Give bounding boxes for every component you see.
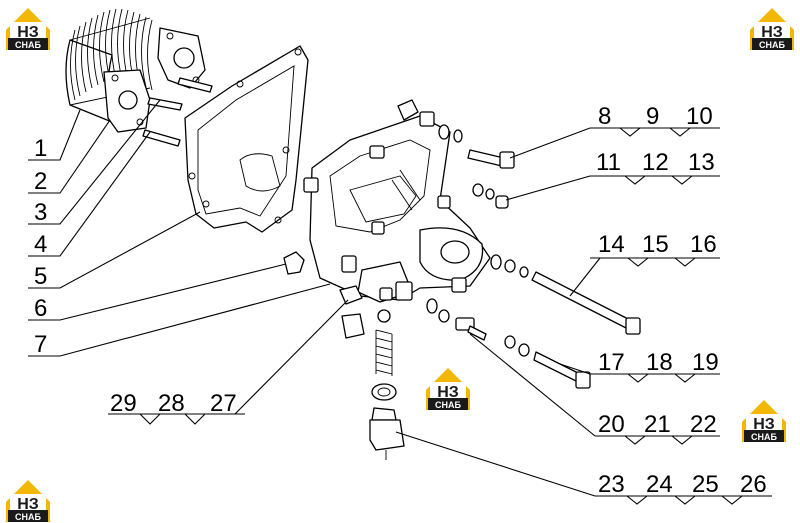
callout-15: 15 — [642, 231, 669, 258]
svg-text:СНАБ: СНАБ — [435, 400, 461, 410]
callout-27: 27 — [210, 390, 237, 417]
callout-labels: 1 2 3 4 5 6 7 29 28 27 8 9 10 11 12 13 1… — [34, 103, 767, 498]
svg-text:НЗ: НЗ — [437, 384, 459, 401]
callout-12: 12 — [642, 149, 669, 176]
callout-2: 2 — [34, 168, 47, 195]
callout-14: 14 — [598, 231, 625, 258]
callout-3: 3 — [34, 199, 47, 226]
callout-22: 22 — [690, 411, 717, 438]
logo-center: НЗ СНАБ — [426, 368, 470, 410]
svg-text:НЗ: НЗ — [17, 496, 39, 513]
callout-8: 8 — [598, 103, 611, 130]
svg-text:СНАБ: СНАБ — [759, 40, 785, 50]
logo-bottom-left: НЗ СНАБ — [6, 480, 50, 522]
callout-19: 19 — [692, 349, 719, 376]
callout-18: 18 — [646, 349, 673, 376]
oil-filter-housing — [303, 111, 491, 303]
callout-9: 9 — [646, 103, 659, 130]
svg-text:НЗ: НЗ — [753, 416, 775, 433]
logo-top-left: НЗ СНАБ — [6, 8, 50, 50]
callout-29: 29 — [110, 390, 137, 417]
svg-text:НЗ: НЗ — [17, 24, 39, 41]
logo-top-right: НЗ СНАБ — [750, 8, 794, 50]
gasket — [184, 45, 309, 233]
callout-17: 17 — [598, 349, 625, 376]
stud-bolts — [142, 77, 213, 147]
leader-lines — [28, 99, 772, 505]
callout-26: 26 — [740, 471, 767, 498]
callout-16: 16 — [690, 231, 717, 258]
svg-text:СНАБ: СНАБ — [751, 432, 777, 442]
callout-25: 25 — [692, 471, 719, 498]
svg-text:НЗ: НЗ — [761, 24, 783, 41]
callout-1: 1 — [34, 135, 47, 162]
callout-21: 21 — [644, 411, 671, 438]
callout-24: 24 — [646, 471, 673, 498]
oil-cooler — [65, 8, 206, 133]
svg-text:СНАБ: СНАБ — [15, 512, 41, 522]
callout-23: 23 — [598, 471, 625, 498]
callout-5: 5 — [34, 263, 47, 290]
callout-20: 20 — [598, 411, 625, 438]
svg-text:СНАБ: СНАБ — [15, 40, 41, 50]
small-parts — [283, 99, 641, 460]
logo-right-middle: НЗ СНАБ — [742, 400, 786, 442]
callout-6: 6 — [34, 295, 47, 322]
callout-10: 10 — [686, 103, 713, 130]
callout-11: 11 — [596, 149, 621, 176]
callout-4: 4 — [34, 231, 47, 258]
callout-7: 7 — [34, 331, 47, 358]
callout-13: 13 — [688, 149, 715, 176]
callout-28: 28 — [158, 390, 185, 417]
